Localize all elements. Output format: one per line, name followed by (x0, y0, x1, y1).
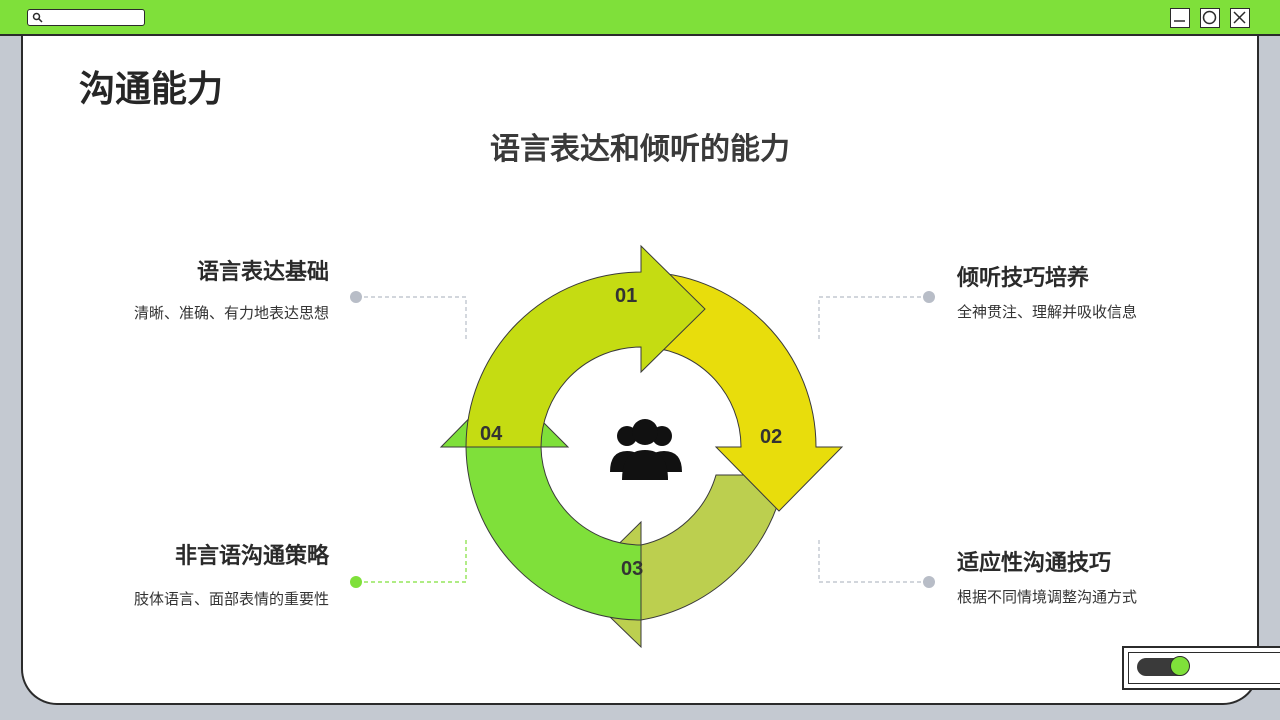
page-title: 沟通能力 (79, 69, 224, 110)
connector-2 (818, 296, 928, 340)
step-3-desc: 根据不同情境调整沟通方式 (957, 588, 1138, 606)
title-bar (0, 0, 1280, 36)
arrow-segment-01 (465, 244, 706, 448)
connector-3 (818, 540, 928, 583)
connector-dot-1 (350, 291, 362, 303)
toggle-knob[interactable] (1170, 656, 1190, 676)
maximize-icon (1202, 10, 1217, 25)
close-button[interactable] (1230, 8, 1250, 28)
step-number-02: 02 (760, 426, 782, 448)
step-number-04: 04 (480, 423, 503, 445)
step-2-desc: 全神贯注、理解并吸收信息 (957, 303, 1138, 321)
search-icon (32, 12, 43, 23)
connector-1 (357, 296, 467, 340)
minimize-icon (1174, 20, 1185, 22)
minimize-button[interactable] (1170, 8, 1190, 28)
step-4-title: 非言语沟通策略 (174, 544, 329, 569)
arrow-segment-02 (640, 271, 844, 512)
connector-dot-2 (923, 291, 935, 303)
page-subtitle: 语言表达和倾听的能力 (490, 132, 790, 167)
step-3-title: 适应性沟通技巧 (957, 551, 1112, 576)
toggle-panel (1122, 646, 1280, 690)
connector-dot-4 (350, 576, 362, 588)
people-group-icon (610, 419, 682, 480)
maximize-button[interactable] (1200, 8, 1220, 28)
step-2-title: 倾听技巧培养 (957, 266, 1090, 291)
step-1-desc: 清晰、准确、有力地表达思想 (133, 304, 329, 322)
connector-lines (357, 296, 928, 583)
cycle-arrows (439, 244, 844, 649)
step-number-01: 01 (615, 285, 637, 307)
connector-4 (357, 540, 467, 583)
step-1-title: 语言表达基础 (196, 260, 329, 285)
search-input[interactable] (27, 9, 145, 26)
toggle-panel-inner (1128, 652, 1280, 684)
connector-dot-3 (923, 576, 935, 588)
step-4-desc: 肢体语言、面部表情的重要性 (133, 590, 329, 608)
close-icon (1233, 11, 1246, 24)
step-numbers: 01 02 03 04 (480, 285, 782, 580)
step-number-03: 03 (621, 558, 643, 580)
